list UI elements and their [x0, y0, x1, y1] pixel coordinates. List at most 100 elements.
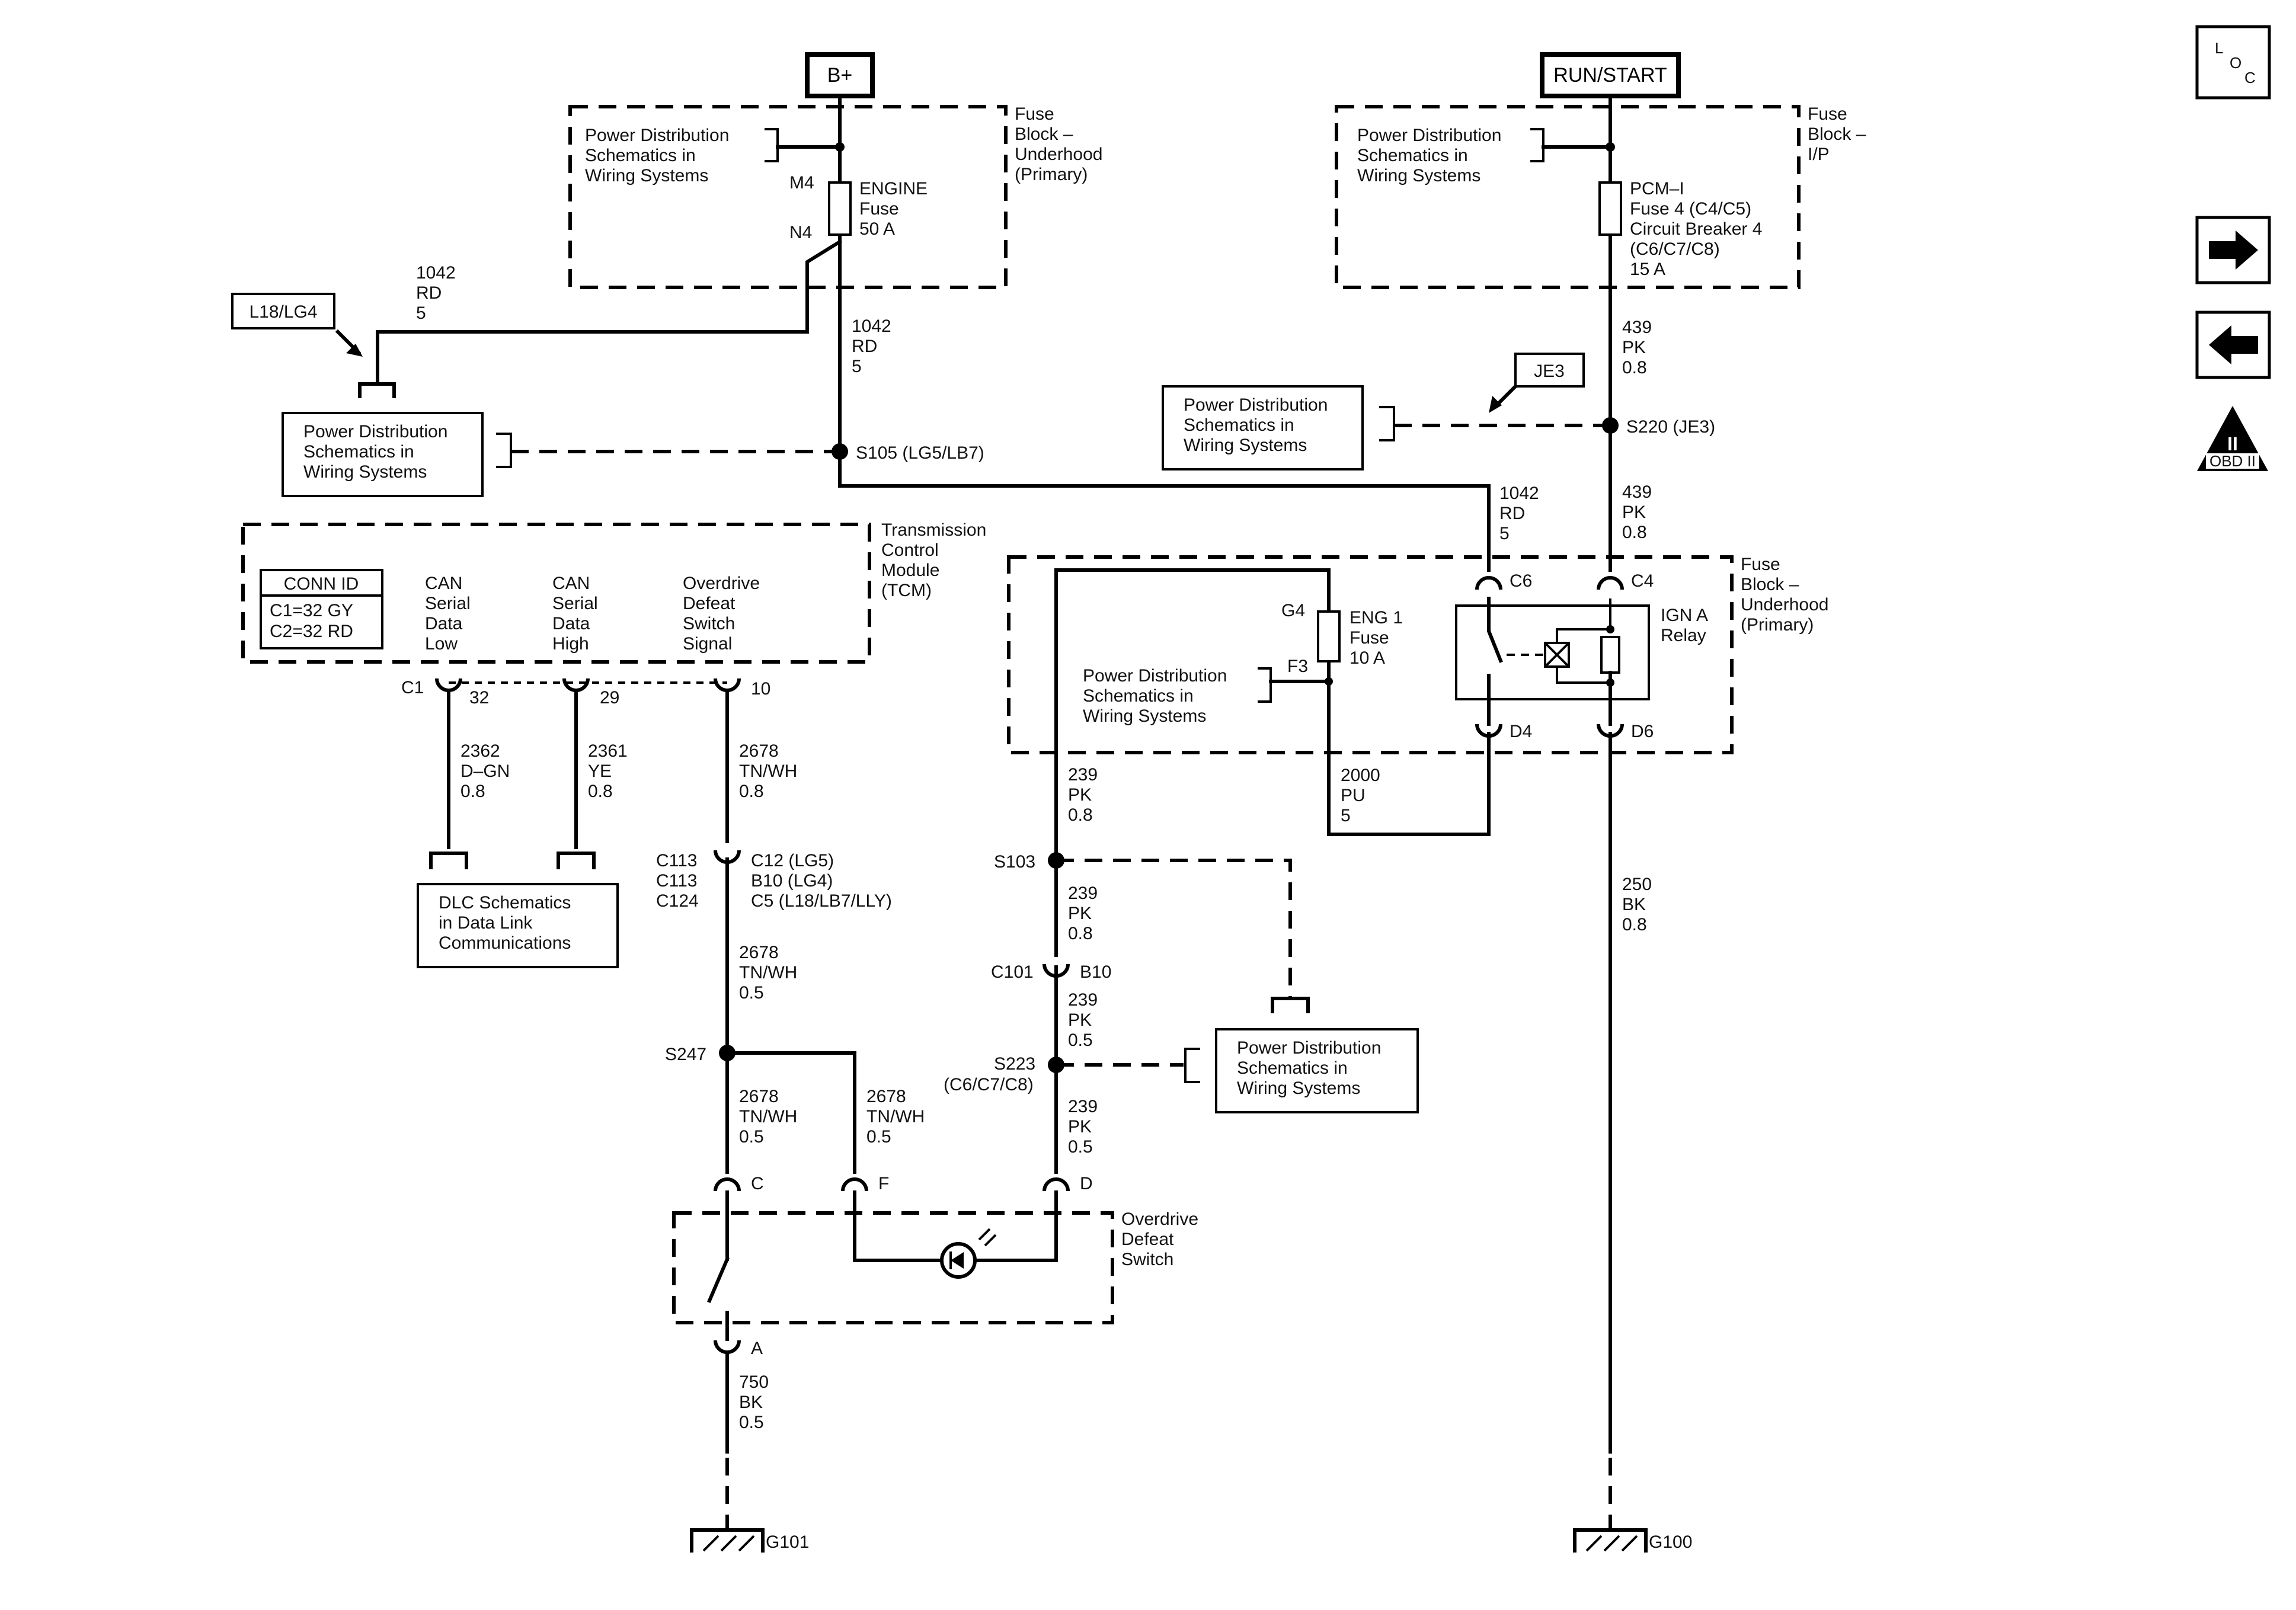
wire-label: 239 — [1068, 765, 1098, 785]
switch-label: Switch — [1121, 1250, 1173, 1269]
pin-label: G4 — [1281, 601, 1305, 620]
fuse-label: Circuit Breaker 4 — [1630, 219, 1762, 239]
tcm-label: (TCM) — [881, 581, 932, 600]
switch-label: Defeat — [1121, 1230, 1174, 1249]
splice-label: S220 (JE3) — [1626, 417, 1715, 437]
wire-label: 5 — [852, 357, 862, 376]
fuse-block-label: Fuse — [1808, 104, 1847, 124]
svg-text:CONN ID: CONN ID — [284, 574, 359, 594]
svg-text:C1=32 GY: C1=32 GY — [270, 601, 353, 620]
tcm-label: Module — [881, 561, 939, 580]
svg-text:C2=32 RD: C2=32 RD — [270, 622, 353, 641]
connector-label: C12 (LG5) — [751, 851, 834, 870]
svg-text:Schematics in: Schematics in — [1083, 686, 1194, 706]
splice-label: S103 — [994, 852, 1035, 872]
splice-label: S223 — [994, 1054, 1035, 1074]
pin-label: D — [1080, 1174, 1093, 1193]
pds-ref-4: Power Distribution Schematics in Wiring … — [1162, 385, 1395, 470]
connector-c1-pin29 — [562, 678, 590, 692]
wire-label: 750 — [739, 1372, 769, 1392]
wire-label: 0.5 — [739, 1413, 764, 1432]
pds-ref-5: Power Distribution Schematics in Wiring … — [1083, 666, 1331, 726]
indicator-lamp-icon — [940, 1228, 997, 1279]
wire-label: 0.5 — [739, 983, 764, 1003]
wire-label: 2678 — [739, 741, 779, 761]
run-start-label: RUN/START — [1553, 64, 1667, 87]
wire-label: 0.8 — [1068, 924, 1093, 943]
svg-text:Communications: Communications — [439, 933, 571, 953]
wire-label: PU — [1341, 786, 1366, 805]
location-button[interactable]: L O C — [2195, 25, 2271, 100]
fuse-block-ip — [1335, 105, 1801, 289]
obd-ii-badge[interactable]: II OBD II — [2197, 406, 2268, 471]
wire-label: 5 — [416, 303, 426, 323]
connector-switch-f — [841, 1177, 868, 1192]
svg-text:Power Distribution: Power Distribution — [585, 126, 729, 145]
svg-text:OBD II: OBD II — [2209, 452, 2256, 470]
fuse-block-label: Underhood — [1015, 145, 1102, 164]
next-page-button[interactable] — [2195, 216, 2271, 284]
tcm-pin-name: Serial — [552, 594, 598, 613]
wire-label: RD — [416, 283, 442, 303]
connector — [557, 852, 596, 869]
wire-label: 0.8 — [1622, 523, 1647, 542]
ground-g101-icon — [690, 1528, 765, 1553]
svg-text:L: L — [2215, 39, 2223, 57]
pds-ref-3: Power Distribution Schematics in Wiring … — [1357, 126, 1612, 185]
svg-text:Wiring Systems: Wiring Systems — [1083, 706, 1206, 726]
connector-switch-d — [1043, 1177, 1070, 1192]
wire-label: 2000 — [1341, 766, 1380, 785]
svg-text:Wiring Systems: Wiring Systems — [303, 462, 427, 482]
tcm-pin-name: Overdrive — [683, 574, 760, 593]
wire-label: RD — [852, 337, 877, 356]
pin-label: C — [751, 1174, 764, 1193]
pin-label: F3 — [1287, 657, 1308, 676]
conn-id-table: CONN ID C1=32 GY C2=32 RD — [260, 569, 383, 649]
pds-ref-1: Power Distribution Schematics in Wiring … — [585, 126, 842, 185]
svg-text:JE3: JE3 — [1534, 361, 1565, 381]
splice-label: (C6/C7/C8) — [944, 1075, 1034, 1094]
connector-label: C124 — [656, 891, 699, 911]
wire-label: BK — [739, 1393, 763, 1412]
previous-page-button[interactable] — [2195, 311, 2271, 379]
svg-text:II: II — [2227, 433, 2238, 454]
svg-text:Power Distribution: Power Distribution — [1237, 1038, 1381, 1058]
fuse-label: 50 A — [859, 219, 895, 239]
svg-text:Schematics in: Schematics in — [1357, 146, 1468, 165]
wire-1042-l18 — [376, 239, 843, 384]
b-plus-label: B+ — [827, 64, 853, 87]
pin-label: M4 — [789, 173, 814, 193]
connector — [358, 382, 396, 398]
wire-label: PK — [1068, 904, 1092, 923]
svg-text:C: C — [2244, 69, 2256, 87]
fuse-block-label: Fuse — [1741, 555, 1780, 574]
wire-label: PK — [1068, 785, 1092, 805]
fuse-label: Fuse — [1350, 628, 1389, 648]
wire-label: 239 — [1068, 1097, 1098, 1116]
tcm-pin-name: CAN — [425, 574, 462, 593]
wire-label: 0.8 — [1068, 805, 1093, 825]
tcm-label: Transmission — [881, 520, 986, 540]
pin-label: D6 — [1631, 722, 1654, 741]
run-start-source: RUN/START — [1540, 52, 1681, 98]
tcm-pin-name: Low — [425, 634, 458, 654]
wire-label: 1042 — [416, 263, 456, 283]
wire-label: PK — [1622, 338, 1646, 357]
splice-label: S247 — [665, 1045, 706, 1064]
fuse-block-underhood-top — [568, 105, 1008, 289]
wire-label: 0.5 — [866, 1127, 891, 1147]
svg-text:Schematics in: Schematics in — [1184, 415, 1294, 435]
ign-a-relay: IGN A Relay — [1455, 597, 1708, 726]
wire-label: 0.8 — [739, 782, 764, 801]
arrow-right-icon — [2209, 231, 2258, 270]
svg-text:DLC Schematics: DLC Schematics — [439, 893, 571, 913]
dlc-ref: DLC Schematics in Data Link Communicatio… — [417, 883, 619, 968]
pin-label: C6 — [1510, 571, 1532, 591]
fuse-block-label: Block – — [1741, 575, 1799, 594]
wire-label: 1042 — [1499, 484, 1539, 503]
connector-label: B10 (LG4) — [751, 871, 833, 891]
tcm-pin-name: Serial — [425, 594, 471, 613]
svg-text:Power Distribution: Power Distribution — [1083, 666, 1227, 686]
connector-switch-c — [714, 1177, 741, 1192]
